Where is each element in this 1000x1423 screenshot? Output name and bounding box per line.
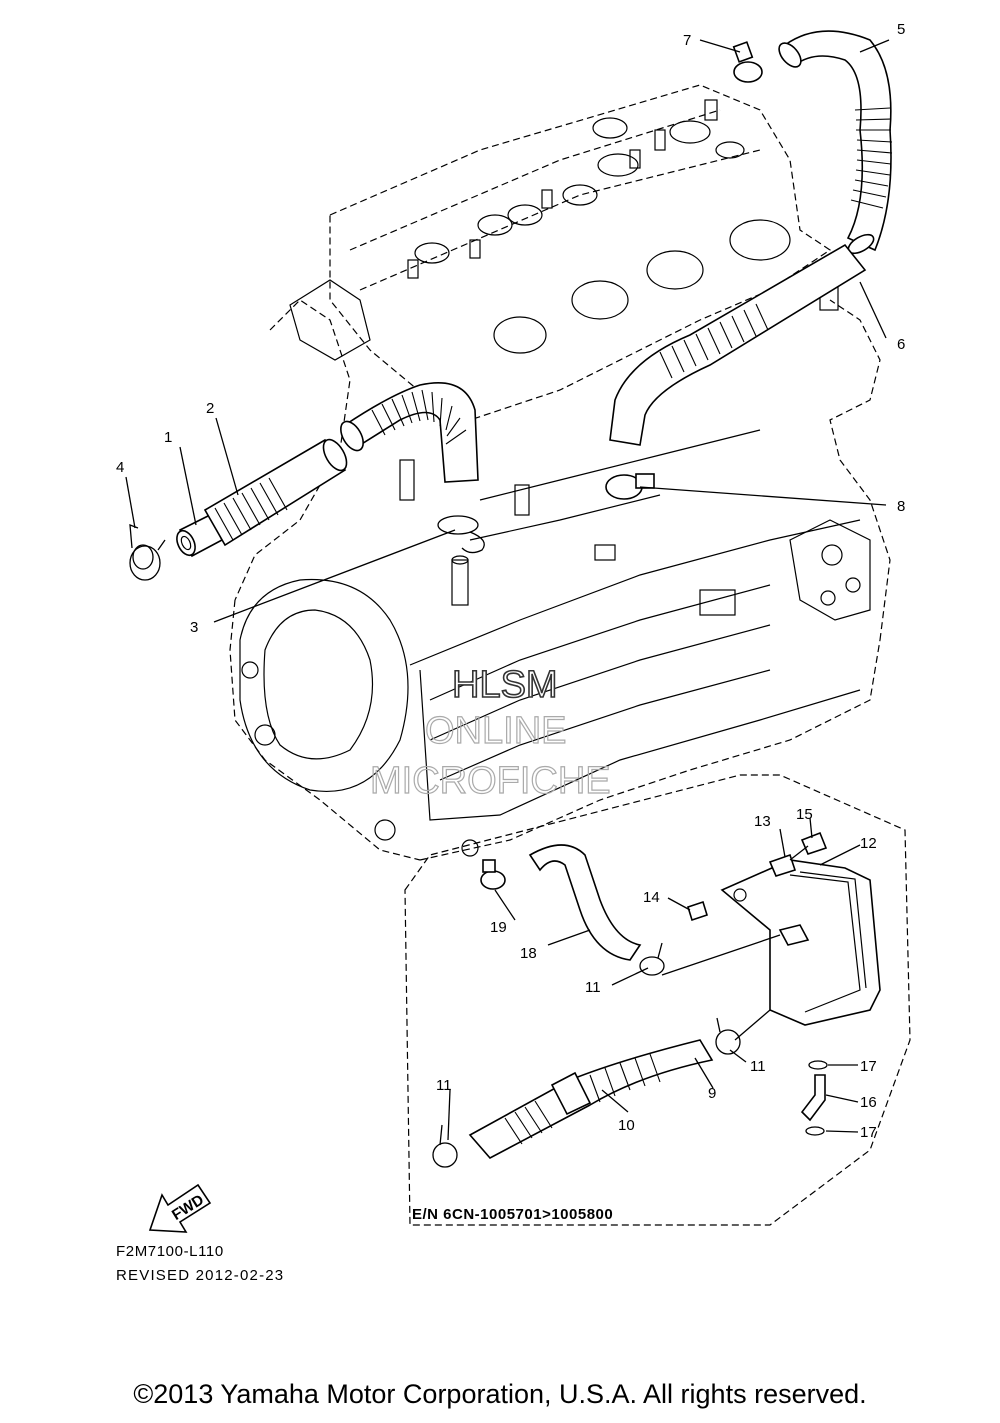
- figure-code: F2M7100-L110: [116, 1243, 224, 1260]
- callout-17-a: 17: [860, 1058, 877, 1075]
- fwd-arrow: FWD: [148, 1183, 212, 1233]
- part-8-clamp: [605, 473, 655, 500]
- watermark: HLSM ONLINE MICROFICHE: [369, 663, 611, 802]
- callout-3: 3: [190, 619, 198, 636]
- engine-block: [229, 84, 891, 861]
- part-1-pipe: [176, 513, 224, 558]
- callout-10: 10: [618, 1117, 635, 1134]
- revised-date: REVISED 2012-02-23: [116, 1267, 285, 1284]
- callout-8: 8: [897, 498, 905, 515]
- part-4-clip: [129, 524, 166, 581]
- callout-1: 1: [164, 429, 172, 446]
- watermark-line-1: HLSM: [452, 664, 558, 706]
- callout-19: 19: [490, 919, 507, 936]
- part-6-hose: [609, 243, 867, 446]
- watermark-line-2: ONLINE: [425, 710, 566, 752]
- copyright-notice: ©2013 Yamaha Motor Corporation, U.S.A. A…: [133, 1379, 867, 1409]
- callout-2: 2: [206, 400, 214, 417]
- elbow-hose: [340, 381, 479, 483]
- callout-7: 7: [683, 32, 691, 49]
- callout-11-c: 11: [436, 1077, 452, 1094]
- part-3-clip: [437, 515, 485, 554]
- callout-4: 4: [116, 459, 124, 476]
- callout-16: 16: [860, 1094, 877, 1111]
- callout-18: 18: [520, 945, 537, 962]
- callout-9: 9: [708, 1085, 716, 1102]
- serial-range-note: E/N 6CN-1005701>1005800: [412, 1206, 614, 1223]
- callout-12: 12: [860, 835, 877, 852]
- callout-6: 6: [897, 336, 905, 353]
- callout-17-b: 17: [860, 1124, 877, 1141]
- oil-cooler-inset: [404, 774, 911, 1226]
- callout-15: 15: [796, 806, 813, 823]
- callout-11-a: 11: [585, 979, 601, 996]
- callout-14: 14: [643, 889, 660, 906]
- callout-labels: 1 2 3 4 5 6 7 8 9 10 11 11 11 12 13 14 1…: [116, 21, 905, 1141]
- part-2-hose: [203, 438, 348, 547]
- callout-13: 13: [754, 813, 771, 830]
- part-5-hose: [778, 30, 893, 255]
- leader-lines: [125, 39, 890, 1141]
- callout-5: 5: [897, 21, 905, 38]
- watermark-line-3: MICROFICHE: [370, 760, 611, 802]
- callout-11-b: 11: [750, 1058, 766, 1075]
- part-7-clamp: [732, 41, 763, 83]
